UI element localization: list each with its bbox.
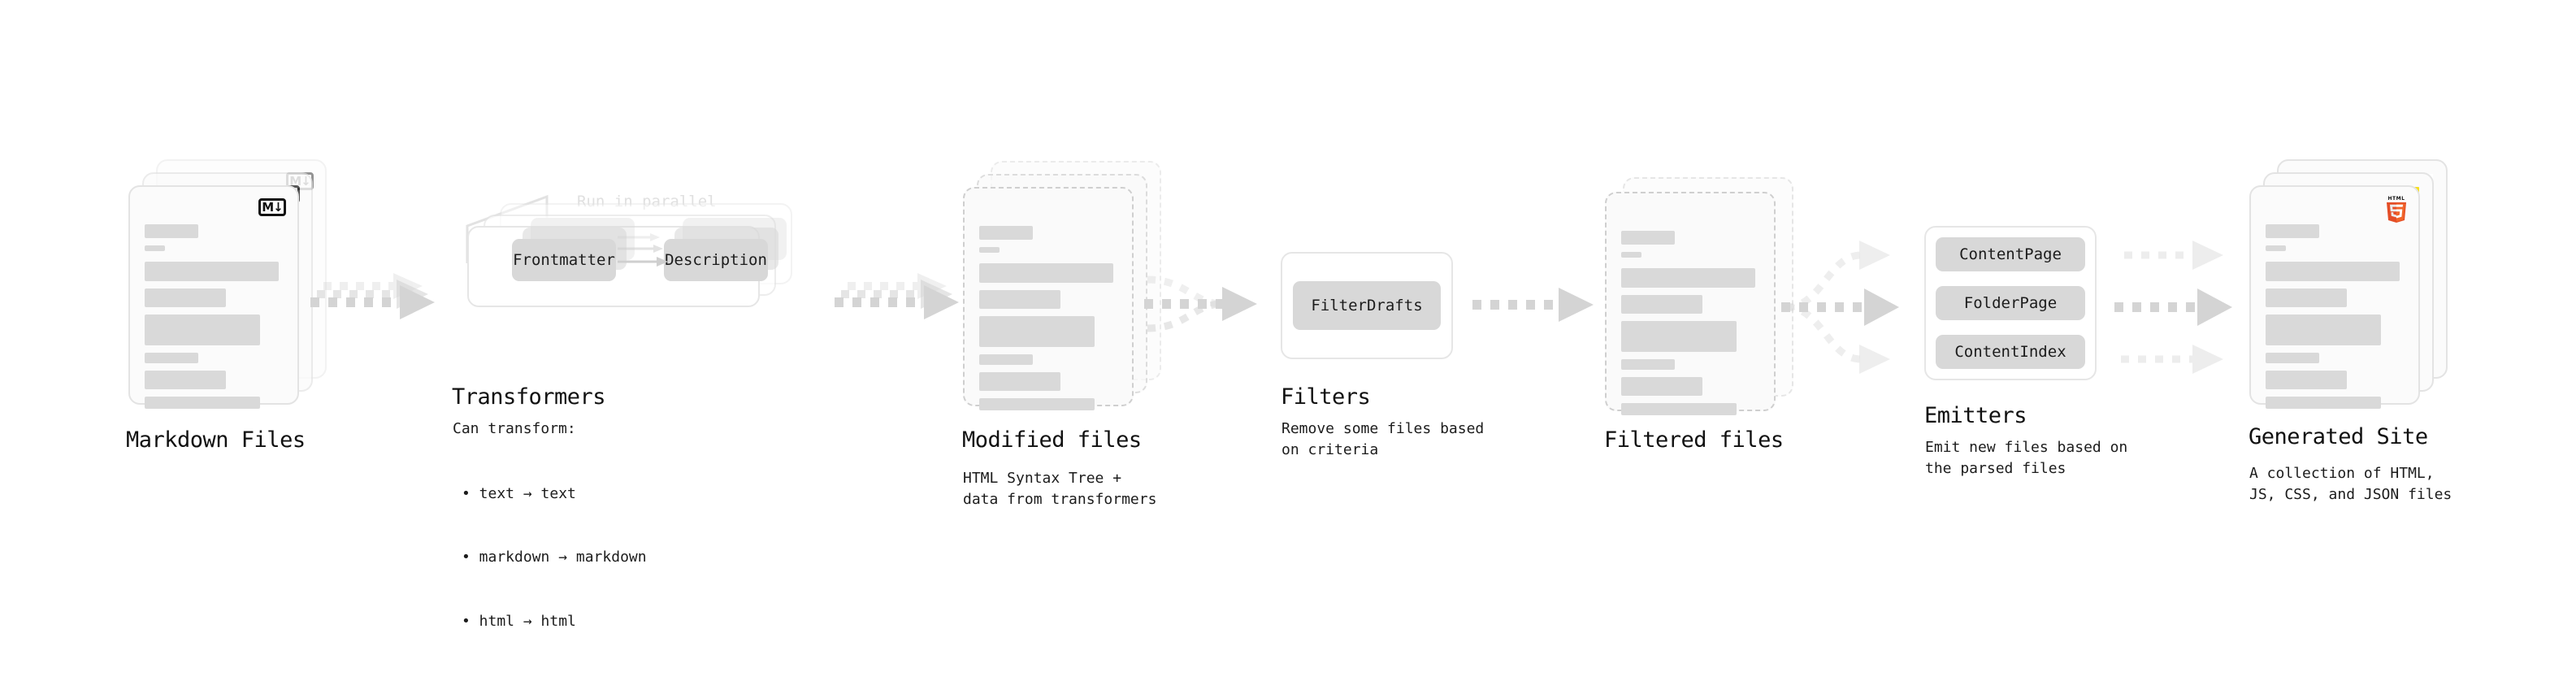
split-branch-top <box>1785 251 1862 311</box>
split-branch-bottom <box>1785 303 1862 363</box>
connector-filters-to-filtered <box>1471 284 1601 341</box>
file-card-front: HTML <box>2249 185 2420 409</box>
emitter-pill-contentpage[interactable]: ContentPage <box>1936 237 2085 271</box>
file-card-front <box>1605 192 1776 415</box>
bullet-item: • html → html <box>462 612 576 630</box>
stage-caption-emitters: Emit new files based on the parsed files <box>1925 439 2128 478</box>
filter-pill-filterdrafts[interactable]: FilterDrafts <box>1293 281 1441 330</box>
arrow-head <box>1559 288 1594 322</box>
arrow-head-top <box>1859 241 1890 270</box>
stage-title-markdown-files: Markdown Files <box>126 427 306 453</box>
stage-title-modified-files: Modified files <box>962 427 1142 453</box>
document-skeleton <box>1621 231 1759 415</box>
connector-md-to-transformers <box>309 268 447 358</box>
arrow-line-bottom <box>2121 345 2223 374</box>
inner-arrows-frontmatter-to-description <box>618 233 668 267</box>
arrow-head <box>1222 287 1257 321</box>
stage-caption-filters: Remove some files based on criteria <box>1281 420 1485 459</box>
arrow-line-front <box>310 285 435 319</box>
connector-transformers-to-modified <box>833 268 971 358</box>
document-skeleton <box>979 226 1117 410</box>
markdown-icon: M↓ <box>258 198 286 216</box>
stage-title-generated-site: Generated Site <box>2249 424 2428 449</box>
connector-emitters-to-site <box>2113 232 2263 387</box>
file-card-front: M↓ <box>128 185 299 409</box>
stage-title-transformers: Transformers <box>452 384 606 410</box>
arrow-head-middle <box>1864 288 1899 326</box>
document-skeleton <box>145 224 283 409</box>
arrow-line-top <box>2124 241 2223 270</box>
arrow-head-bottom <box>1859 345 1890 374</box>
file-card-front <box>963 187 1134 410</box>
transformers-bullet-list: • text → text • markdown → markdown • ht… <box>462 441 647 674</box>
arrow-line-front <box>835 285 959 319</box>
svg-text:HTML: HTML <box>2388 196 2405 202</box>
bullet-item: • markdown → markdown <box>462 549 647 566</box>
merge-branch-bottom <box>1147 300 1223 332</box>
stage-caption-generated-site: A collection of HTML, JS, CSS, and JSON … <box>2249 465 2452 504</box>
bullet-item: • text → text <box>462 485 576 503</box>
annotation-run-in-parallel: Run in parallel <box>577 193 717 210</box>
stage-title-emitters: Emitters <box>1924 403 2027 428</box>
document-skeleton <box>2266 224 2404 409</box>
emitter-pill-folderpage[interactable]: FolderPage <box>1936 286 2085 320</box>
transformer-pill-frontmatter[interactable]: Frontmatter <box>512 239 616 281</box>
stage-title-filtered-files: Filtered files <box>1604 427 1784 453</box>
html5-icon: HTML <box>2384 195 2409 223</box>
stage-title-filters: Filters <box>1281 384 1371 410</box>
arrow-line-middle <box>2114 288 2232 326</box>
emitter-pill-contentindex[interactable]: ContentIndex <box>1936 335 2085 369</box>
connector-modified-to-filters <box>1138 262 1272 359</box>
stage-caption-transformers: Can transform: <box>453 420 576 437</box>
connector-filtered-to-emitters <box>1780 232 1930 387</box>
transformer-pill-description[interactable]: Description <box>664 239 768 281</box>
stage-caption-modified-files: HTML Syntax Tree + data from transformer… <box>963 470 1157 509</box>
